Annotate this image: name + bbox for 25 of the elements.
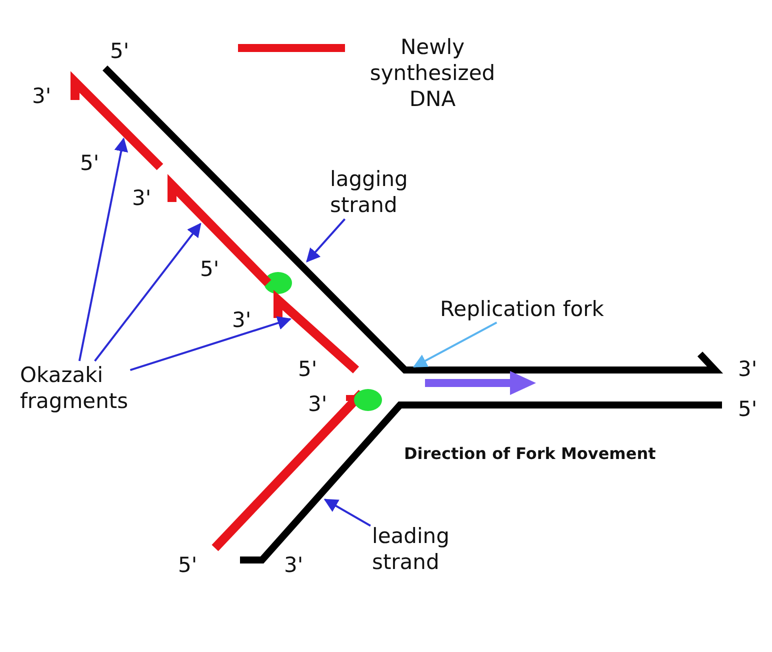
- end-label: 3': [738, 356, 758, 382]
- end-label: 5': [738, 396, 758, 422]
- end-label: 5': [80, 150, 100, 176]
- callout-text: leading strand: [372, 523, 450, 575]
- callout-text: Replication fork: [440, 296, 604, 322]
- leader-line: [78, 138, 128, 362]
- callout-text: lagging strand: [330, 166, 408, 218]
- callout-text: Okazaki fragments: [20, 362, 128, 414]
- end-label: 3': [232, 307, 252, 333]
- end-label: 5': [200, 256, 220, 282]
- leader-line: [94, 222, 202, 362]
- legend-text: Newly synthesized DNA: [368, 34, 496, 112]
- okazaki-fragment: [70, 71, 164, 170]
- leader-line: [306, 218, 346, 262]
- leader-line: [324, 498, 371, 527]
- leader-line: [412, 322, 498, 368]
- end-label: 3': [308, 391, 328, 417]
- end-label: 3': [284, 552, 304, 578]
- end-label: 3': [32, 83, 52, 109]
- end-label: 5': [298, 356, 318, 382]
- leader-line: [130, 316, 292, 372]
- end-label: 5': [178, 552, 198, 578]
- end-label: 5': [110, 38, 130, 64]
- end-label: 3': [132, 185, 152, 211]
- caption-text: Direction of Fork Movement: [404, 443, 656, 465]
